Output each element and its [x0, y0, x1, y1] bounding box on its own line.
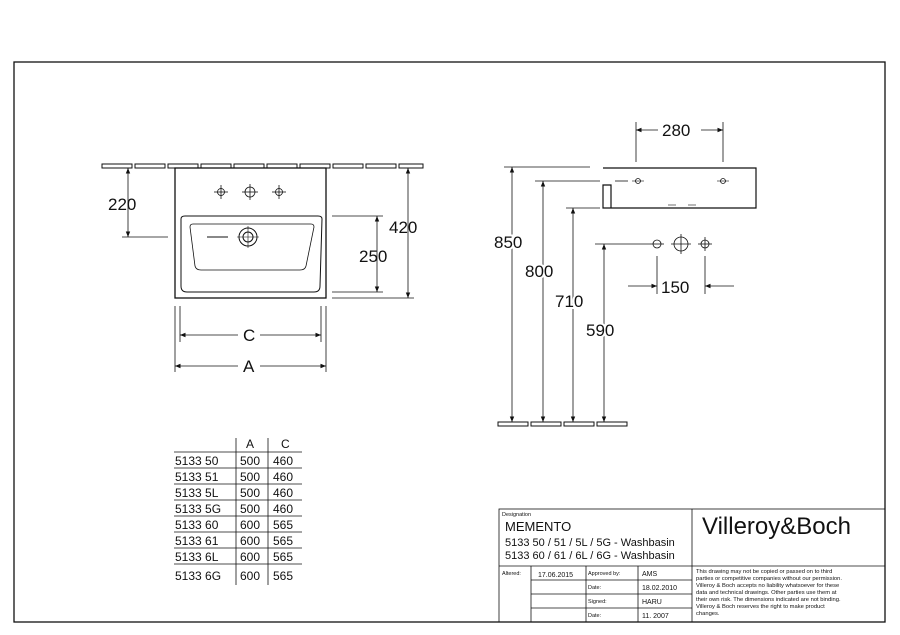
- size-table: A C 5133 50 500 460 5133 51 500 460 5133…: [174, 437, 302, 585]
- svg-text:changes.: changes.: [696, 611, 720, 617]
- dim-420: 420: [389, 218, 417, 237]
- svg-text:460: 460: [273, 486, 293, 500]
- svg-text:data and technical drawings. O: data and technical drawings. Other parti…: [696, 590, 837, 596]
- approved-value: AMS: [642, 571, 658, 578]
- svg-text:Villeroy & Boch accepts no lia: Villeroy & Boch accepts no liability wha…: [696, 583, 839, 589]
- svg-text:5133 50: 5133 50: [175, 454, 219, 468]
- dim-280: 280: [662, 121, 690, 140]
- date-label-1: Date:: [588, 585, 602, 591]
- front-view: [101, 163, 424, 372]
- dim-800: 800: [525, 262, 553, 281]
- svg-text:5133 5G: 5133 5G: [175, 502, 221, 516]
- basin-bowl-outer: [180, 215, 323, 293]
- table-row: 5133 60 600 565: [175, 518, 293, 532]
- title-block: Designation MEMENTO 5133 50 / 51 / 5L / …: [498, 508, 886, 623]
- table-header-a: A: [246, 437, 254, 451]
- svg-text:Villeroy & Boch reserves the r: Villeroy & Boch reserves the right to ma…: [696, 604, 825, 610]
- disclaimer-text: This drawing may not be copied or passed…: [696, 569, 842, 617]
- svg-text:500: 500: [240, 470, 260, 484]
- basin-side-profile: [602, 167, 757, 209]
- front-view-labels: 220 420 250 C A: [108, 195, 417, 376]
- svg-text:500: 500: [240, 454, 260, 468]
- dim-c: C: [243, 326, 255, 345]
- svg-text:5133 60: 5133 60: [175, 518, 219, 532]
- tap-hole-icon: [214, 184, 286, 200]
- altered-label: Altered:: [502, 571, 521, 577]
- svg-text:600: 600: [240, 534, 260, 548]
- dim-a: A: [243, 357, 255, 376]
- svg-text:565: 565: [273, 518, 293, 532]
- table-row: 5133 5L 500 460: [175, 486, 293, 500]
- svg-text:5133 61: 5133 61: [175, 534, 219, 548]
- signed-value: HARU: [642, 599, 662, 606]
- table-row: 5133 61 600 565: [175, 534, 293, 548]
- approved-label: Approved by:: [588, 571, 621, 577]
- table-row: 5133 6G 600 565: [175, 569, 293, 583]
- dim-710: 710: [555, 292, 583, 311]
- signed-label: Signed:: [588, 599, 607, 605]
- table-row: 5133 51 500 460: [175, 470, 293, 484]
- svg-text:parties or competitive compani: parties or competitive companies without…: [696, 576, 842, 582]
- svg-text:500: 500: [240, 486, 260, 500]
- svg-text:600: 600: [240, 550, 260, 564]
- brand-logo: Villeroy&Boch: [702, 513, 851, 540]
- svg-text:460: 460: [273, 502, 293, 516]
- table-row: 5133 6L 600 565: [175, 550, 293, 564]
- svg-text:5133 51: 5133 51: [175, 470, 219, 484]
- svg-text:565: 565: [273, 569, 293, 583]
- svg-text:5133 6G: 5133 6G: [175, 569, 221, 583]
- drawing-frame: [13, 61, 886, 623]
- svg-text:600: 600: [240, 518, 260, 532]
- svg-text:their own risk. The dimensions: their own risk. The dimensions indicated…: [696, 597, 841, 603]
- svg-text:This drawing may not be copied: This drawing may not be copied or passed…: [696, 569, 832, 575]
- table-header-c: C: [281, 437, 290, 451]
- side-view-labels: 280 850 800 710 590 150: [492, 121, 690, 342]
- dim-850: 850: [494, 233, 522, 252]
- product-name: MEMENTO: [505, 519, 571, 534]
- altered-date: 17.06.2015: [538, 572, 573, 579]
- product-line-2: 5133 60 / 61 / 6L / 6G - Washbasin: [505, 550, 675, 562]
- svg-text:565: 565: [273, 534, 293, 548]
- svg-text:565: 565: [273, 550, 293, 564]
- dim-250: 250: [359, 247, 387, 266]
- product-line-1: 5133 50 / 51 / 5L / 5G - Washbasin: [505, 537, 675, 549]
- basin-bowl-inner: [189, 223, 315, 271]
- date-label-2: Date:: [588, 613, 602, 619]
- table-row: 5133 50 500 460: [175, 454, 293, 468]
- date-value-2: 11. 2007: [642, 613, 669, 620]
- dim-590: 590: [586, 321, 614, 340]
- svg-text:600: 600: [240, 569, 260, 583]
- svg-text:460: 460: [273, 470, 293, 484]
- designation-label: Designation: [502, 512, 531, 518]
- svg-text:5133 6L: 5133 6L: [175, 550, 219, 564]
- table-row: 5133 5G 500 460: [175, 502, 293, 516]
- floor-line: [497, 421, 628, 427]
- waste-connection-icon: [595, 234, 712, 254]
- date-value-1: 18.02.2010: [642, 585, 677, 592]
- svg-text:500: 500: [240, 502, 260, 516]
- svg-text:460: 460: [273, 454, 293, 468]
- dim-150: 150: [661, 278, 689, 297]
- side-view: [497, 122, 757, 427]
- dim-220: 220: [108, 195, 136, 214]
- svg-text:5133 5L: 5133 5L: [175, 486, 219, 500]
